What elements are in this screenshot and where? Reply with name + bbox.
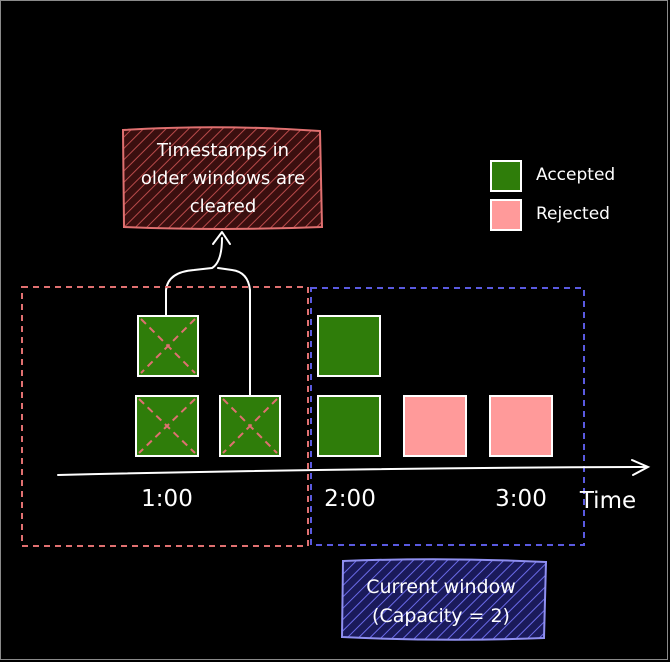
legend: Accepted Rejected	[490, 160, 615, 231]
current-note-line-1: Current window	[366, 576, 516, 598]
tick-label-3: 3:00	[495, 486, 547, 512]
old-windows-note: Timestamps in older windows are cleared	[121, 126, 324, 230]
legend-accepted-label: Accepted	[536, 165, 615, 185]
cleared-request-2	[135, 395, 199, 457]
time-axis	[57, 459, 651, 476]
current-window-note: Current window (Capacity = 2)	[340, 558, 548, 641]
legend-rejected-swatch	[490, 199, 522, 231]
axis-label: Time	[579, 488, 636, 514]
accepted-request-2	[317, 395, 381, 457]
old-window-box	[21, 286, 309, 547]
accepted-request-1	[317, 315, 381, 377]
current-window-note-box	[340, 558, 548, 641]
current-note-line-2: (Capacity = 2)	[372, 605, 510, 627]
cleared-arrow	[165, 231, 251, 397]
rejected-request-1	[403, 395, 467, 457]
old-note-line-2: older windows are	[141, 168, 305, 189]
tick-label-2: 2:00	[324, 486, 376, 512]
old-note-line-3: cleared	[190, 196, 257, 217]
rejected-request-2	[489, 395, 553, 457]
cleared-request-3	[219, 395, 281, 457]
legend-accepted-swatch	[490, 160, 522, 192]
old-windows-note-box	[121, 126, 324, 230]
current-window-box	[310, 287, 585, 546]
cleared-request-1	[137, 315, 199, 377]
tick-label-1: 1:00	[141, 486, 193, 512]
legend-rejected-label: Rejected	[536, 204, 610, 224]
old-note-line-1: Timestamps in	[156, 140, 289, 161]
